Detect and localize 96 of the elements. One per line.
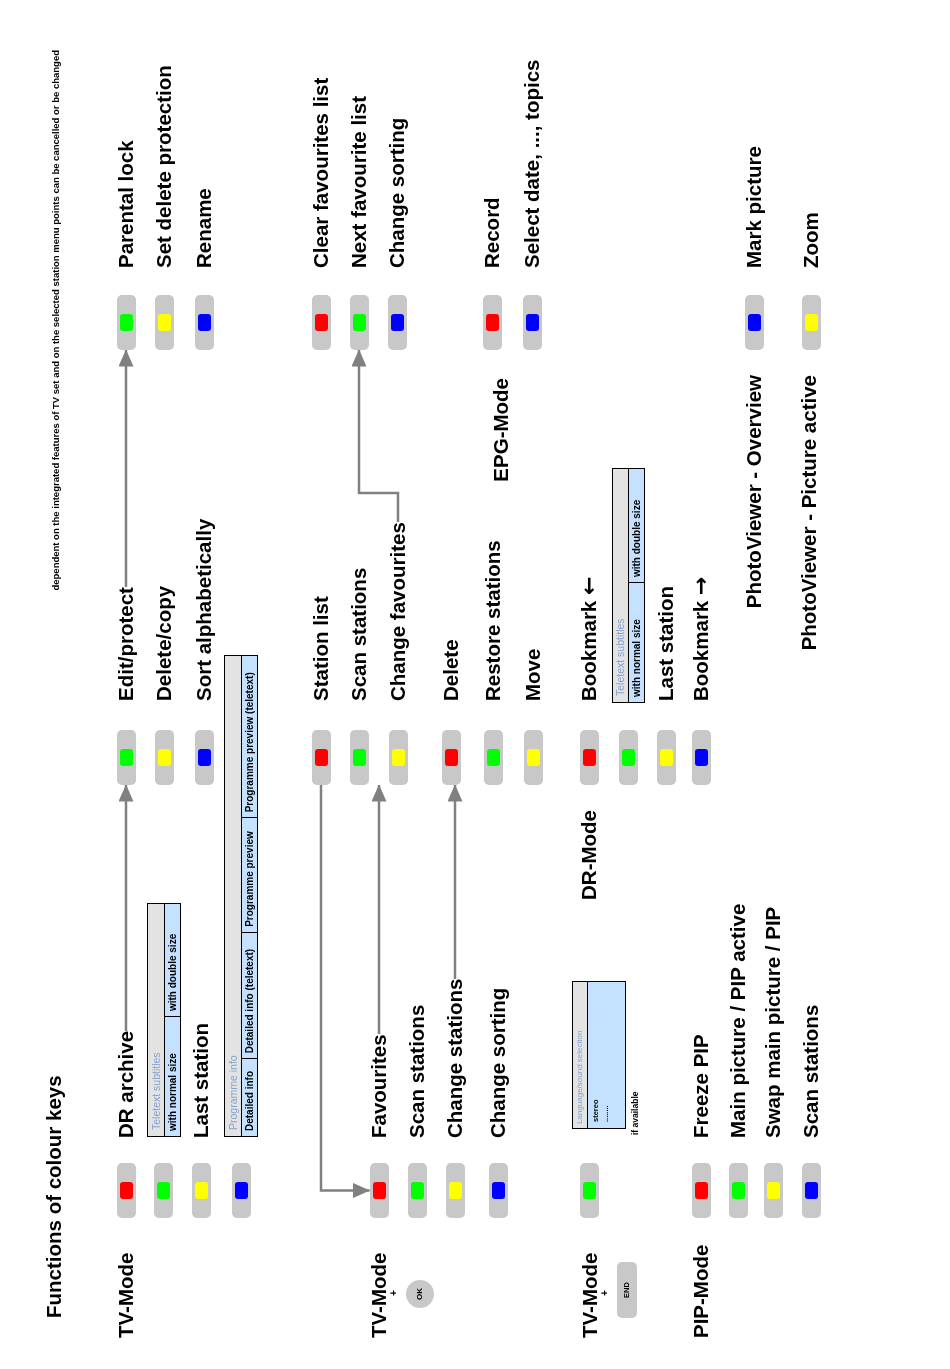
remote-key-icon [763, 1163, 783, 1218]
menu-label: Bookmark ← [577, 576, 601, 701]
mode-label: PIP-Mode [689, 1244, 713, 1338]
remote-key-icon [311, 295, 331, 350]
mode-label: TV-Mode [578, 1252, 601, 1338]
menu-label: DR archive [114, 1030, 138, 1138]
remote-key-icon [483, 730, 503, 785]
menu-label: Station list [309, 596, 333, 701]
menu-label: Move [521, 648, 545, 701]
title: Functions of colour keys [42, 1075, 66, 1318]
remote-key-icon [349, 295, 369, 350]
menu-label: Record [480, 197, 504, 268]
remote-key-icon [369, 1163, 389, 1218]
menu-label: Zoom [799, 212, 823, 268]
menu-label: Bookmark → [689, 576, 713, 701]
mode-label: TV-Mode [114, 1252, 138, 1338]
menu-label: Rename [192, 188, 216, 268]
remote-key-icon [441, 730, 461, 785]
remote-key-icon [407, 1163, 427, 1218]
footnote-text: if available [630, 1091, 641, 1135]
arrow [371, 784, 387, 1034]
menu-label: Change sorting [385, 117, 409, 268]
menu-label: Scan stations [799, 1004, 823, 1138]
plus-sign: + [600, 1290, 610, 1296]
mode-label: EPG-Mode [489, 378, 513, 482]
menu-label: Set delete protection [152, 65, 176, 268]
arrow [118, 349, 134, 587]
remote-key-icon [116, 295, 136, 350]
table-header: Language/sound selection [573, 982, 588, 1128]
arrow [118, 784, 134, 1031]
remote-key-icon [728, 1163, 748, 1218]
table-header: Teletext subtitles [613, 469, 629, 702]
info-table [612, 468, 645, 703]
mode-label: TV-Mode [367, 1252, 390, 1338]
menu-label: Next favourite list [347, 95, 371, 268]
table-header: Programme info [225, 656, 242, 1136]
menu-label: Parental lock [114, 140, 138, 268]
note-text: dependent on the integrated features of TV set and on the selected station menu points can be cancelled or be changed [50, 50, 62, 591]
remote-key-icon [744, 295, 764, 350]
remote-key-icon [579, 1163, 599, 1218]
menu-label: Delete [439, 639, 463, 701]
remote-key-icon [522, 295, 542, 350]
remote-key-icon [116, 1163, 136, 1218]
remote-key-icon [153, 1163, 173, 1218]
menu-label: Mark picture [742, 146, 766, 268]
remote-key-icon [194, 730, 214, 785]
remote-key-icon [387, 295, 407, 350]
remote-key-icon [691, 730, 711, 785]
menu-label: Last station [654, 585, 678, 701]
ok-key: OK [406, 1280, 434, 1308]
remote-key-icon [618, 730, 638, 785]
mode-label: PhotoViewer - Overview [742, 375, 766, 609]
remote-key-icon [801, 295, 821, 350]
remote-key-icon [116, 730, 136, 785]
menu-label: Select date, ..., topics [520, 59, 544, 268]
remote-key-icon [311, 730, 331, 785]
menu-label: Delete/copy [152, 585, 176, 701]
menu-label: Sort alphabetically [192, 518, 216, 701]
remote-key-icon [488, 1163, 508, 1218]
remote-key-icon [523, 730, 543, 785]
remote-key-icon [482, 295, 502, 350]
remote-key-icon [231, 1163, 251, 1218]
remote-key-icon [656, 730, 676, 785]
plus-sign: + [389, 1290, 399, 1296]
menu-label: Edit/protect [114, 587, 138, 701]
remote-key-icon [691, 1163, 711, 1218]
arrow [351, 349, 400, 522]
info-table [572, 981, 626, 1129]
menu-label: Swap main picture / PIP [761, 906, 785, 1138]
menu-label: Change stations [443, 978, 467, 1138]
menu-label: Freeze PIP [689, 1034, 713, 1138]
menu-label: Main picture / PIP active [726, 903, 750, 1138]
menu-label: Favourites [367, 1034, 391, 1138]
remote-key-icon [154, 730, 174, 785]
remote-key-icon [349, 730, 369, 785]
mode-label: PhotoViewer - Picture active [797, 375, 821, 651]
remote-key-icon [388, 730, 408, 785]
remote-key-icon [154, 295, 174, 350]
menu-label: Change sorting [486, 987, 510, 1138]
menu-label: Change favourites [386, 522, 410, 701]
menu-label: Scan stations [405, 1004, 429, 1138]
info-table [147, 903, 181, 1137]
arrow [319, 785, 370, 1198]
menu-label: Scan stations [347, 567, 371, 701]
remote-key-icon [191, 1163, 211, 1218]
arrow [447, 784, 463, 979]
remote-key-icon [579, 730, 599, 785]
menu-label: Restore stations [481, 540, 505, 701]
menu-label: Last station [189, 1022, 213, 1138]
info-table [224, 655, 258, 1137]
menu-label: Clear favourites list [309, 77, 333, 268]
remote-key-icon [194, 295, 214, 350]
remote-key-icon [801, 1163, 821, 1218]
table-header: Teletext subtitles [148, 904, 165, 1136]
remote-key-icon [445, 1163, 465, 1218]
mode-label: DR-Mode [577, 810, 601, 900]
